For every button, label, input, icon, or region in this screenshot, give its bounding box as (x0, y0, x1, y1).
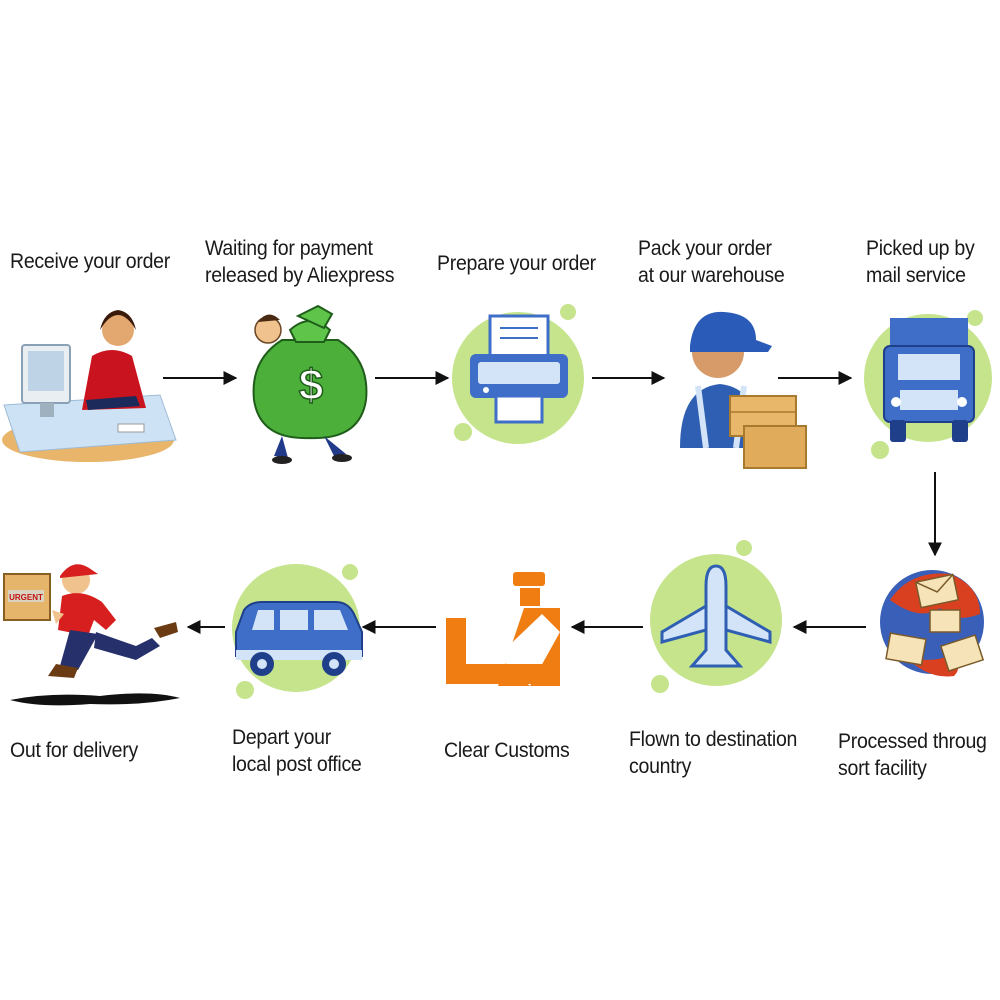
car-icon (232, 564, 362, 699)
svg-text:$: $ (299, 361, 323, 410)
computer-operator-icon (2, 310, 176, 462)
airplane-icon (650, 540, 782, 693)
money-bag-icon: $ (254, 306, 367, 464)
customs-officer-icon (446, 572, 560, 686)
mail-globe-icon (880, 570, 984, 676)
mail-truck-icon (864, 310, 992, 459)
printer-icon (452, 304, 584, 444)
svg-text:URGENT: URGENT (9, 593, 43, 602)
warehouse-worker-icon (680, 312, 806, 468)
courier-running-icon: URGENT (4, 564, 180, 705)
